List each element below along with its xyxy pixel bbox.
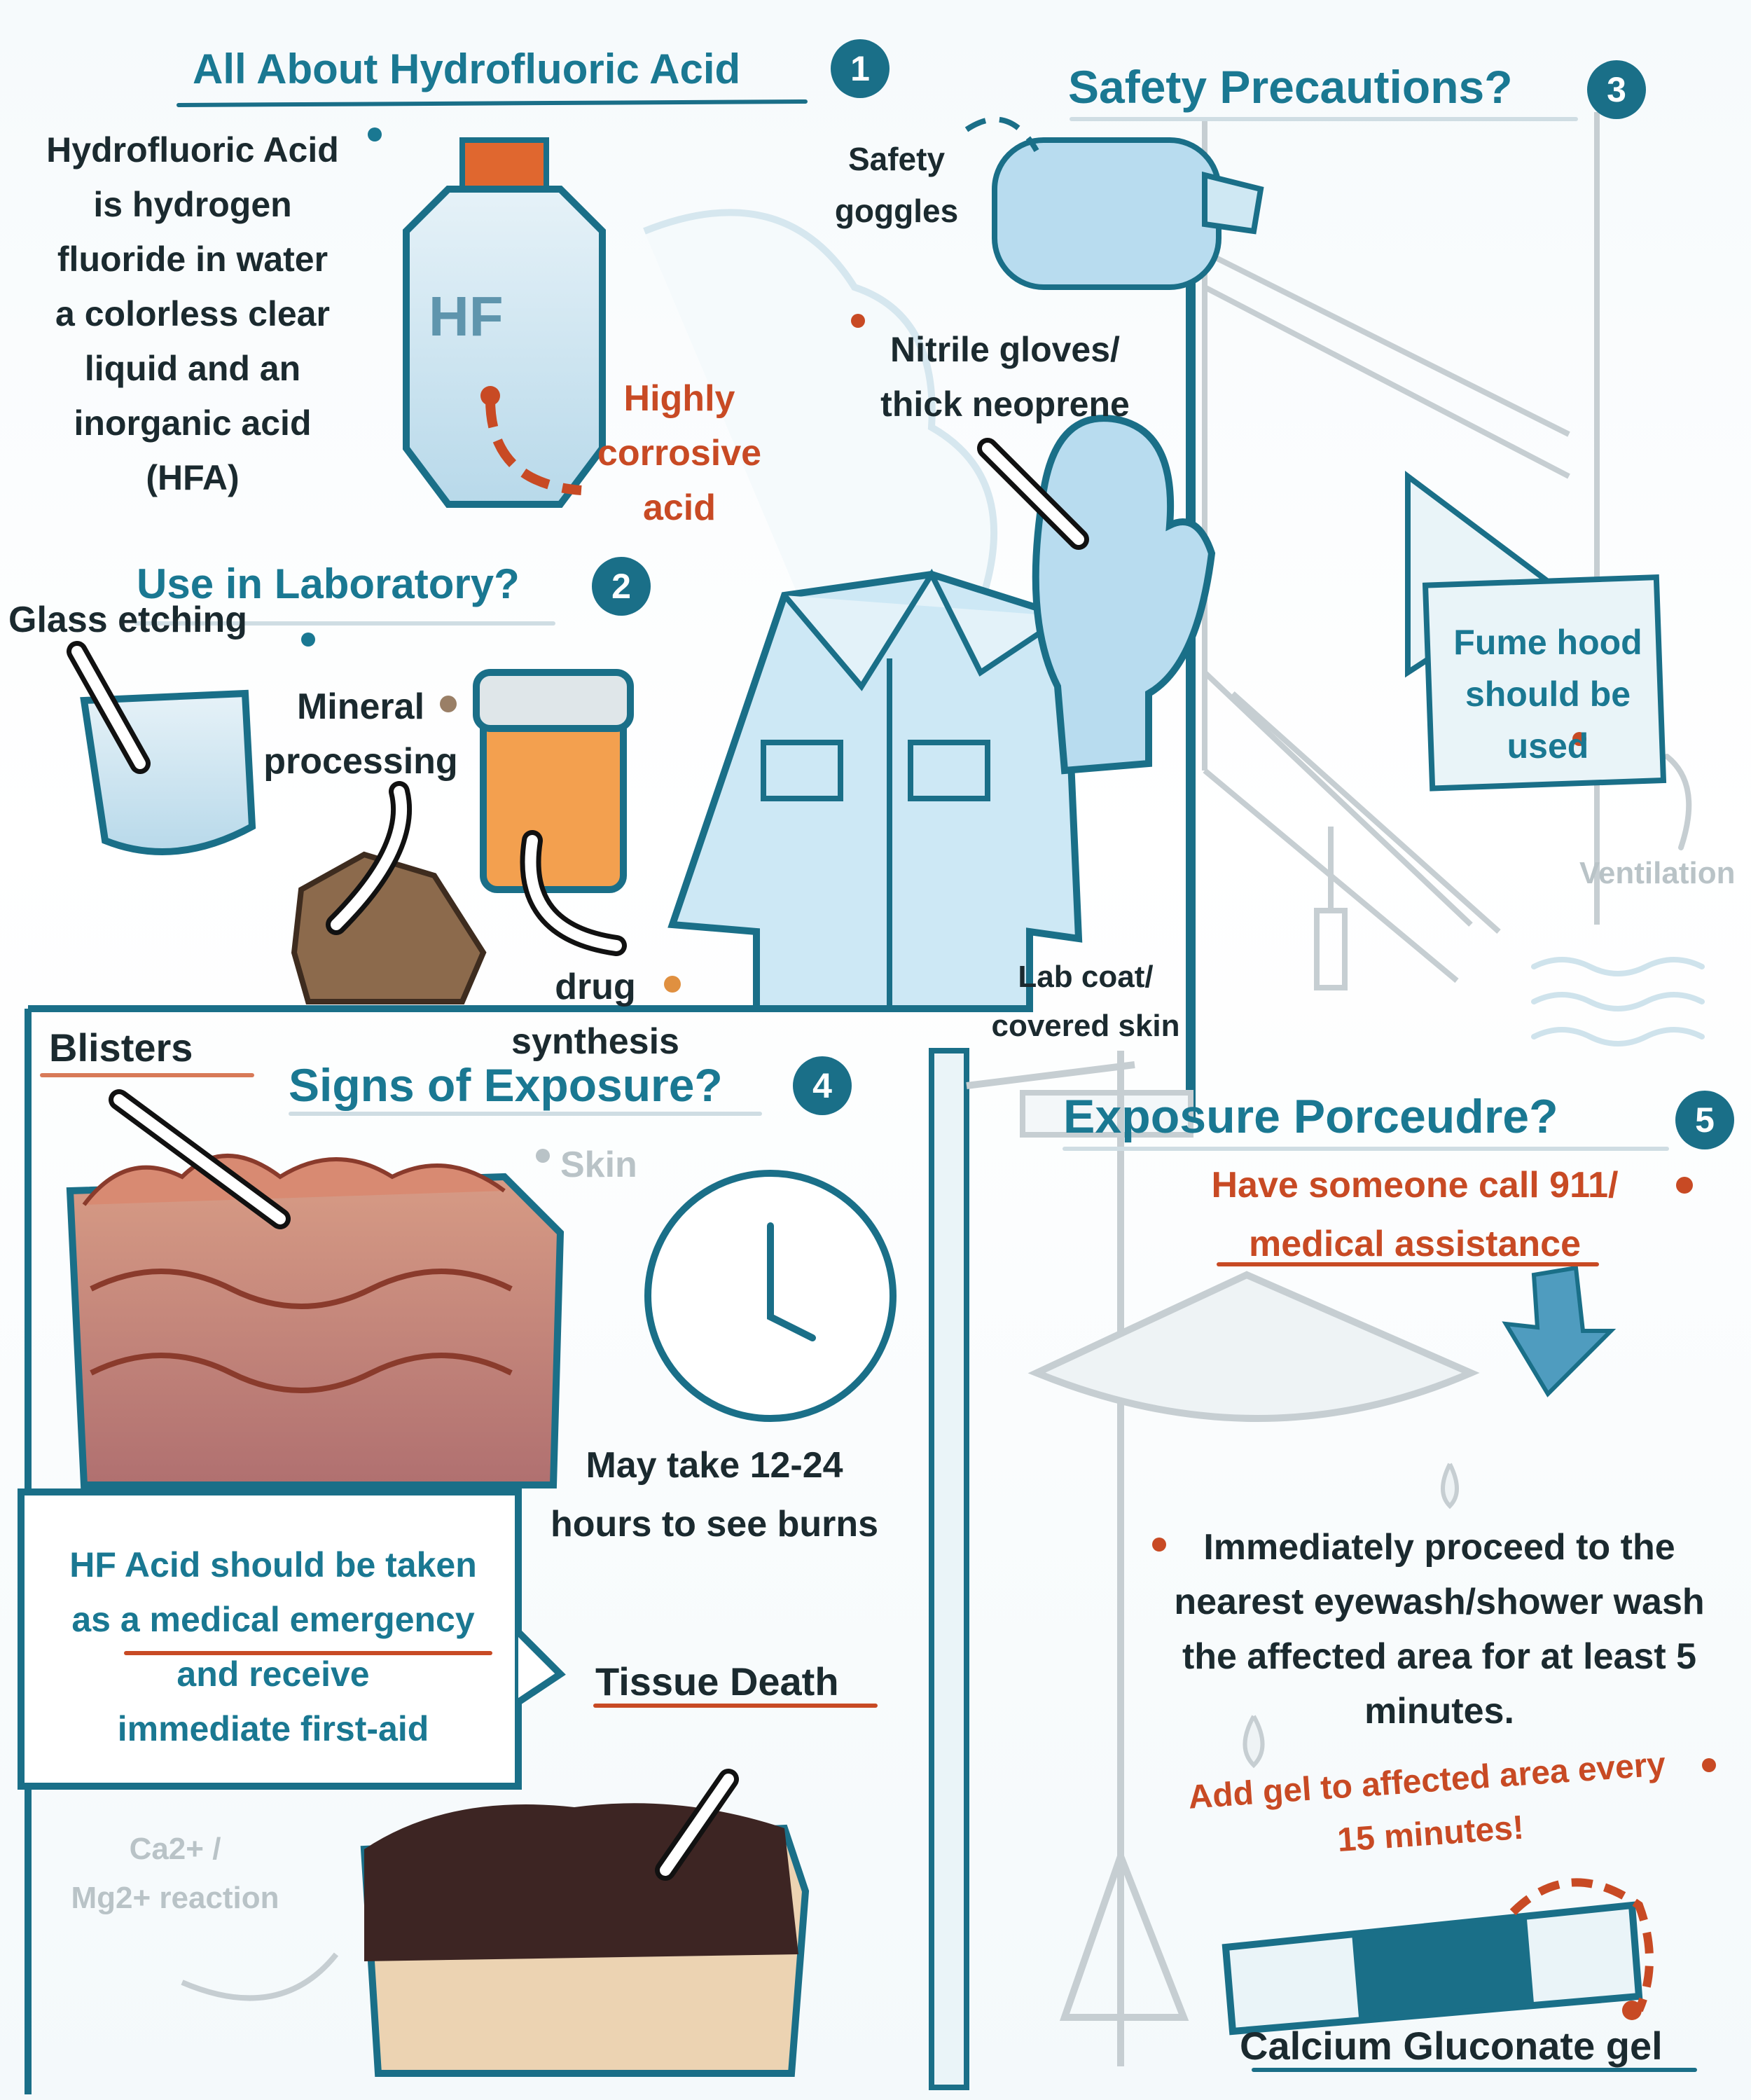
reaction-label: Ca2+ / Mg2+ reaction: [71, 1832, 279, 1915]
skin-block-icon: [66, 1089, 565, 1488]
tissue-block-icon: [181, 1769, 810, 2077]
section-5-title: Exposure Porceudre?: [1063, 1090, 1558, 1143]
hf-bottle-label: HF: [429, 285, 504, 347]
arrow-down-icon: [1502, 1265, 1617, 1397]
glove-icon: [977, 415, 1216, 775]
ventilation-icon: [1531, 754, 1705, 1046]
eyewash-shower-icon: [929, 1048, 1480, 2090]
fume-hood-icon: [1202, 112, 1600, 990]
lab-coat-icon: [667, 568, 1083, 1012]
mineral-rock-icon: [291, 781, 487, 1004]
section-2-badge: 2: [592, 557, 651, 616]
section-3-badge: 3: [1587, 60, 1646, 119]
pole-icon: [964, 116, 1264, 1121]
burn-time-label: May take 12-24 hours to see burns: [550, 1445, 879, 1545]
blisters-label: Blisters: [49, 1025, 193, 1070]
corrosive-label: Highly corrosive acid: [597, 378, 762, 528]
section-4-badge: 4: [793, 1056, 852, 1115]
section-5-badge: 5: [1675, 1091, 1734, 1149]
section-1-title: All About Hydrofluoric Acid: [193, 46, 741, 92]
section-2-title: Use in Laboratory?: [137, 560, 520, 607]
mineral-processing-label: Mineral processing: [263, 686, 458, 782]
section-4-title: Signs of Exposure?: [289, 1059, 723, 1111]
drug-synthesis-label: drug synthesis: [511, 967, 679, 1062]
clock-icon: [644, 1170, 897, 1422]
section-3-title: Safety Precautions?: [1068, 61, 1513, 113]
tissue-death-label: Tissue Death: [595, 1659, 839, 1704]
bullet-dots: [301, 127, 1716, 1772]
glass-etching-label: Glass etching: [8, 600, 247, 640]
beaker-icon: [67, 641, 256, 855]
fume-hood-label: Fume hood should be used: [1453, 623, 1642, 766]
gel-tube-icon: [1221, 1878, 1654, 2036]
emergency-box: [18, 1488, 566, 1790]
wash-instructions: Immediately proceed to the nearest eyewa…: [1174, 1527, 1705, 1732]
about-text: Hydrofluoric Acid is hydrogen fluoride i…: [46, 130, 339, 497]
emergency-text: HF Acid should be taken as a medical eme…: [69, 1545, 477, 1748]
fume-hood-sign-icon: [1405, 471, 1667, 792]
section-1-badge: 1: [831, 39, 890, 98]
gloves-label: Nitrile gloves/ thick neoprene: [880, 330, 1130, 424]
hf-jug-icon: [403, 137, 998, 696]
call-911-text: Have someone call 911/ medical assistanc…: [1211, 1165, 1619, 1264]
drug-jar-icon: [473, 669, 634, 956]
skin-label: Skin: [560, 1145, 637, 1185]
gel-name-label: Calcium Gluconate gel: [1240, 2024, 1663, 2068]
ventilation-label: Ventilation: [1579, 856, 1736, 890]
lab-coat-label: Lab coat/ covered skin: [991, 960, 1180, 1043]
goggles-label: Safety goggles: [834, 141, 959, 229]
